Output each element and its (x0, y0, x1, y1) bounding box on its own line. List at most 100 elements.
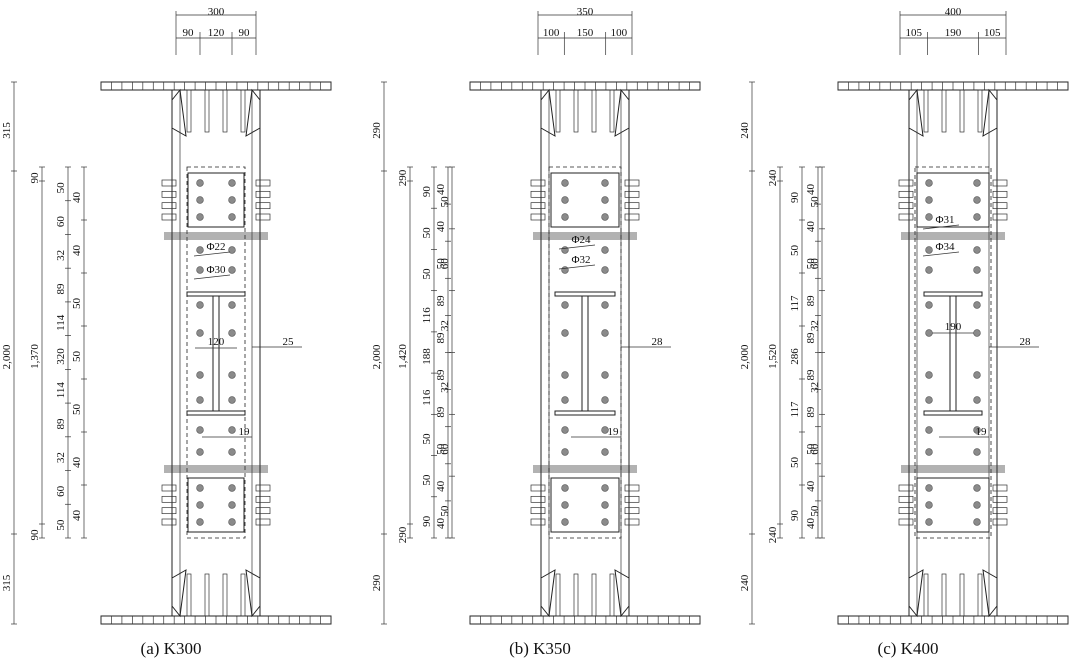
end-stiffener (609, 573, 615, 617)
dimension-label: 60 (809, 443, 821, 455)
top-part-dimension: 90 (239, 27, 251, 39)
top-part-dimension: 120 (208, 27, 225, 39)
side-bolt (161, 484, 177, 492)
leader-line (922, 224, 960, 230)
bolt-symbol (601, 448, 609, 456)
h-section-web (949, 295, 957, 412)
end-stiffener (240, 89, 246, 133)
side-bolt (255, 495, 271, 503)
side-bolt (624, 202, 640, 210)
side-bolt (992, 190, 1008, 198)
dimension-label: 90 (789, 510, 801, 522)
bolt-diameter-label: Φ24 (571, 234, 591, 246)
side-bolt (161, 518, 177, 526)
dimension-label: 89 (805, 332, 817, 344)
bolt-symbol (973, 518, 981, 526)
side-bolt (992, 495, 1008, 503)
bolt-symbol (196, 301, 204, 309)
dimension-label: 50 (55, 182, 67, 194)
dimension-label: 50 (421, 268, 433, 280)
bolt-symbol (196, 246, 204, 254)
plate-thickness-label: 28 (652, 336, 664, 348)
h-section-flange (923, 410, 983, 416)
end-stiffener (923, 573, 929, 617)
outer-dimension-label: 290 (371, 574, 383, 591)
haunch (540, 88, 556, 137)
flange-thickness-label: 19 (608, 426, 620, 438)
encased-region-boundary (186, 166, 246, 539)
dimension-label: 114 (55, 382, 67, 399)
bolt-symbol (601, 426, 609, 434)
bolt-symbol (196, 448, 204, 456)
side-bolt (992, 179, 1008, 187)
top-part-dimension: 105 (984, 27, 1001, 39)
mid-dimension-label: 240 (767, 526, 779, 543)
flange-thickness-label: 19 (239, 426, 251, 438)
side-bolt (530, 179, 546, 187)
outer-dimension-label: 2,000 (371, 344, 383, 369)
dimension-label: 89 (435, 295, 447, 307)
dimension-label: 116 (421, 389, 433, 406)
mid-dimension-label: 1,370 (29, 344, 41, 369)
side-bolt (530, 213, 546, 221)
side-bolt (898, 507, 914, 515)
dimension-label: 50 (421, 433, 433, 445)
dimension-label: 89 (55, 418, 67, 430)
bolt-symbol (925, 396, 933, 404)
dimension-label: 50 (439, 505, 451, 517)
bolt-symbol (925, 196, 933, 204)
bolt-symbol (561, 329, 569, 337)
side-bolt (161, 495, 177, 503)
bolt-symbol (561, 396, 569, 404)
leader-line (922, 251, 960, 257)
bolt-symbol (196, 329, 204, 337)
bolt-symbol (601, 196, 609, 204)
splice-plate (916, 477, 990, 533)
side-bolt (530, 190, 546, 198)
top-part-dimension: 90 (183, 27, 195, 39)
bolt-symbol (196, 371, 204, 379)
side-bolt (624, 213, 640, 221)
dimension-label: 60 (439, 443, 451, 455)
end-stiffener (959, 89, 965, 133)
dimension-label: 40 (805, 480, 817, 492)
plate-thickness-label: 28 (1020, 336, 1032, 348)
dimension-label: 32 (439, 320, 451, 331)
bolt-symbol (561, 371, 569, 379)
dimension-label: 89 (805, 406, 817, 418)
bolt-symbol (561, 179, 569, 187)
bolt-symbol (973, 213, 981, 221)
h-section-flange (923, 291, 983, 297)
bolt-symbol (561, 426, 569, 434)
bolt-symbol (601, 266, 609, 274)
bolt-diameter-label: Φ30 (206, 264, 226, 276)
bolt-symbol (561, 484, 569, 492)
dimension-label: 89 (55, 283, 67, 295)
bolt-symbol (196, 518, 204, 526)
bolt-symbol (228, 301, 236, 309)
dimension-label: 40 (435, 221, 447, 233)
haunch (614, 569, 630, 618)
dimension-label: 50 (805, 258, 817, 270)
end-stiffener (555, 89, 561, 133)
dimension-label: 90 (789, 192, 801, 204)
leader-line (558, 244, 596, 250)
outer-dimension-label: 2,000 (1, 344, 13, 369)
bolt-symbol (973, 396, 981, 404)
bolt-symbol (925, 213, 933, 221)
bolt-symbol (561, 501, 569, 509)
side-bolt (161, 190, 177, 198)
end-stiffener (204, 573, 210, 617)
side-bolt (624, 507, 640, 515)
dimension-label: 50 (789, 457, 801, 469)
bolt-symbol (925, 266, 933, 274)
side-bolt (255, 507, 271, 515)
dimension-label: 40 (435, 517, 447, 529)
dimension-label: 90 (421, 186, 433, 198)
dimension-label: 116 (421, 307, 433, 324)
side-bolt (898, 179, 914, 187)
mid-dimension-label: 1,420 (397, 344, 409, 369)
